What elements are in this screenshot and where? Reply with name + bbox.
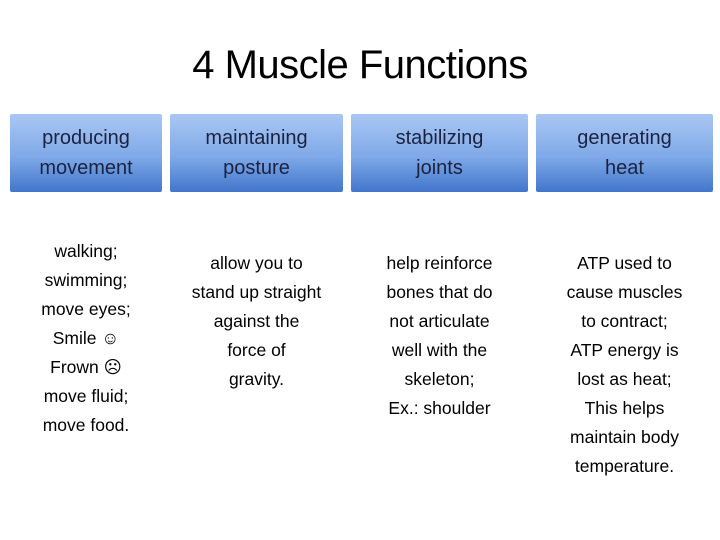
slide-title: 4 Muscle Functions [192, 43, 528, 87]
body-generating-heat: ATP used to cause muscles to contract; A… [566, 253, 683, 476]
header-producing-movement: producing movement [10, 114, 162, 192]
header-maintaining-posture: maintaining posture [170, 114, 343, 192]
column-generating-heat: generating heat ATP used to cause muscle… [536, 114, 713, 481]
body-maintaining-posture: allow you to stand up straight against t… [191, 253, 322, 389]
column-producing-movement: producing movement walking; swimming; mo… [10, 114, 162, 481]
column-stabilizing-joints: stabilizing joints help reinforce bones … [351, 114, 528, 481]
header-generating-heat: generating heat [536, 114, 713, 192]
body-producing-movement: walking; swimming; move eyes; Smile ☺ Fr… [41, 241, 131, 435]
header-stabilizing-joints: stabilizing joints [351, 114, 528, 192]
body-stabilizing-joints: help reinforce bones that do not articul… [386, 253, 493, 418]
muscle-functions-table: producing movement walking; swimming; mo… [10, 114, 720, 481]
column-maintaining-posture: maintaining posture allow you to stand u… [170, 114, 343, 481]
